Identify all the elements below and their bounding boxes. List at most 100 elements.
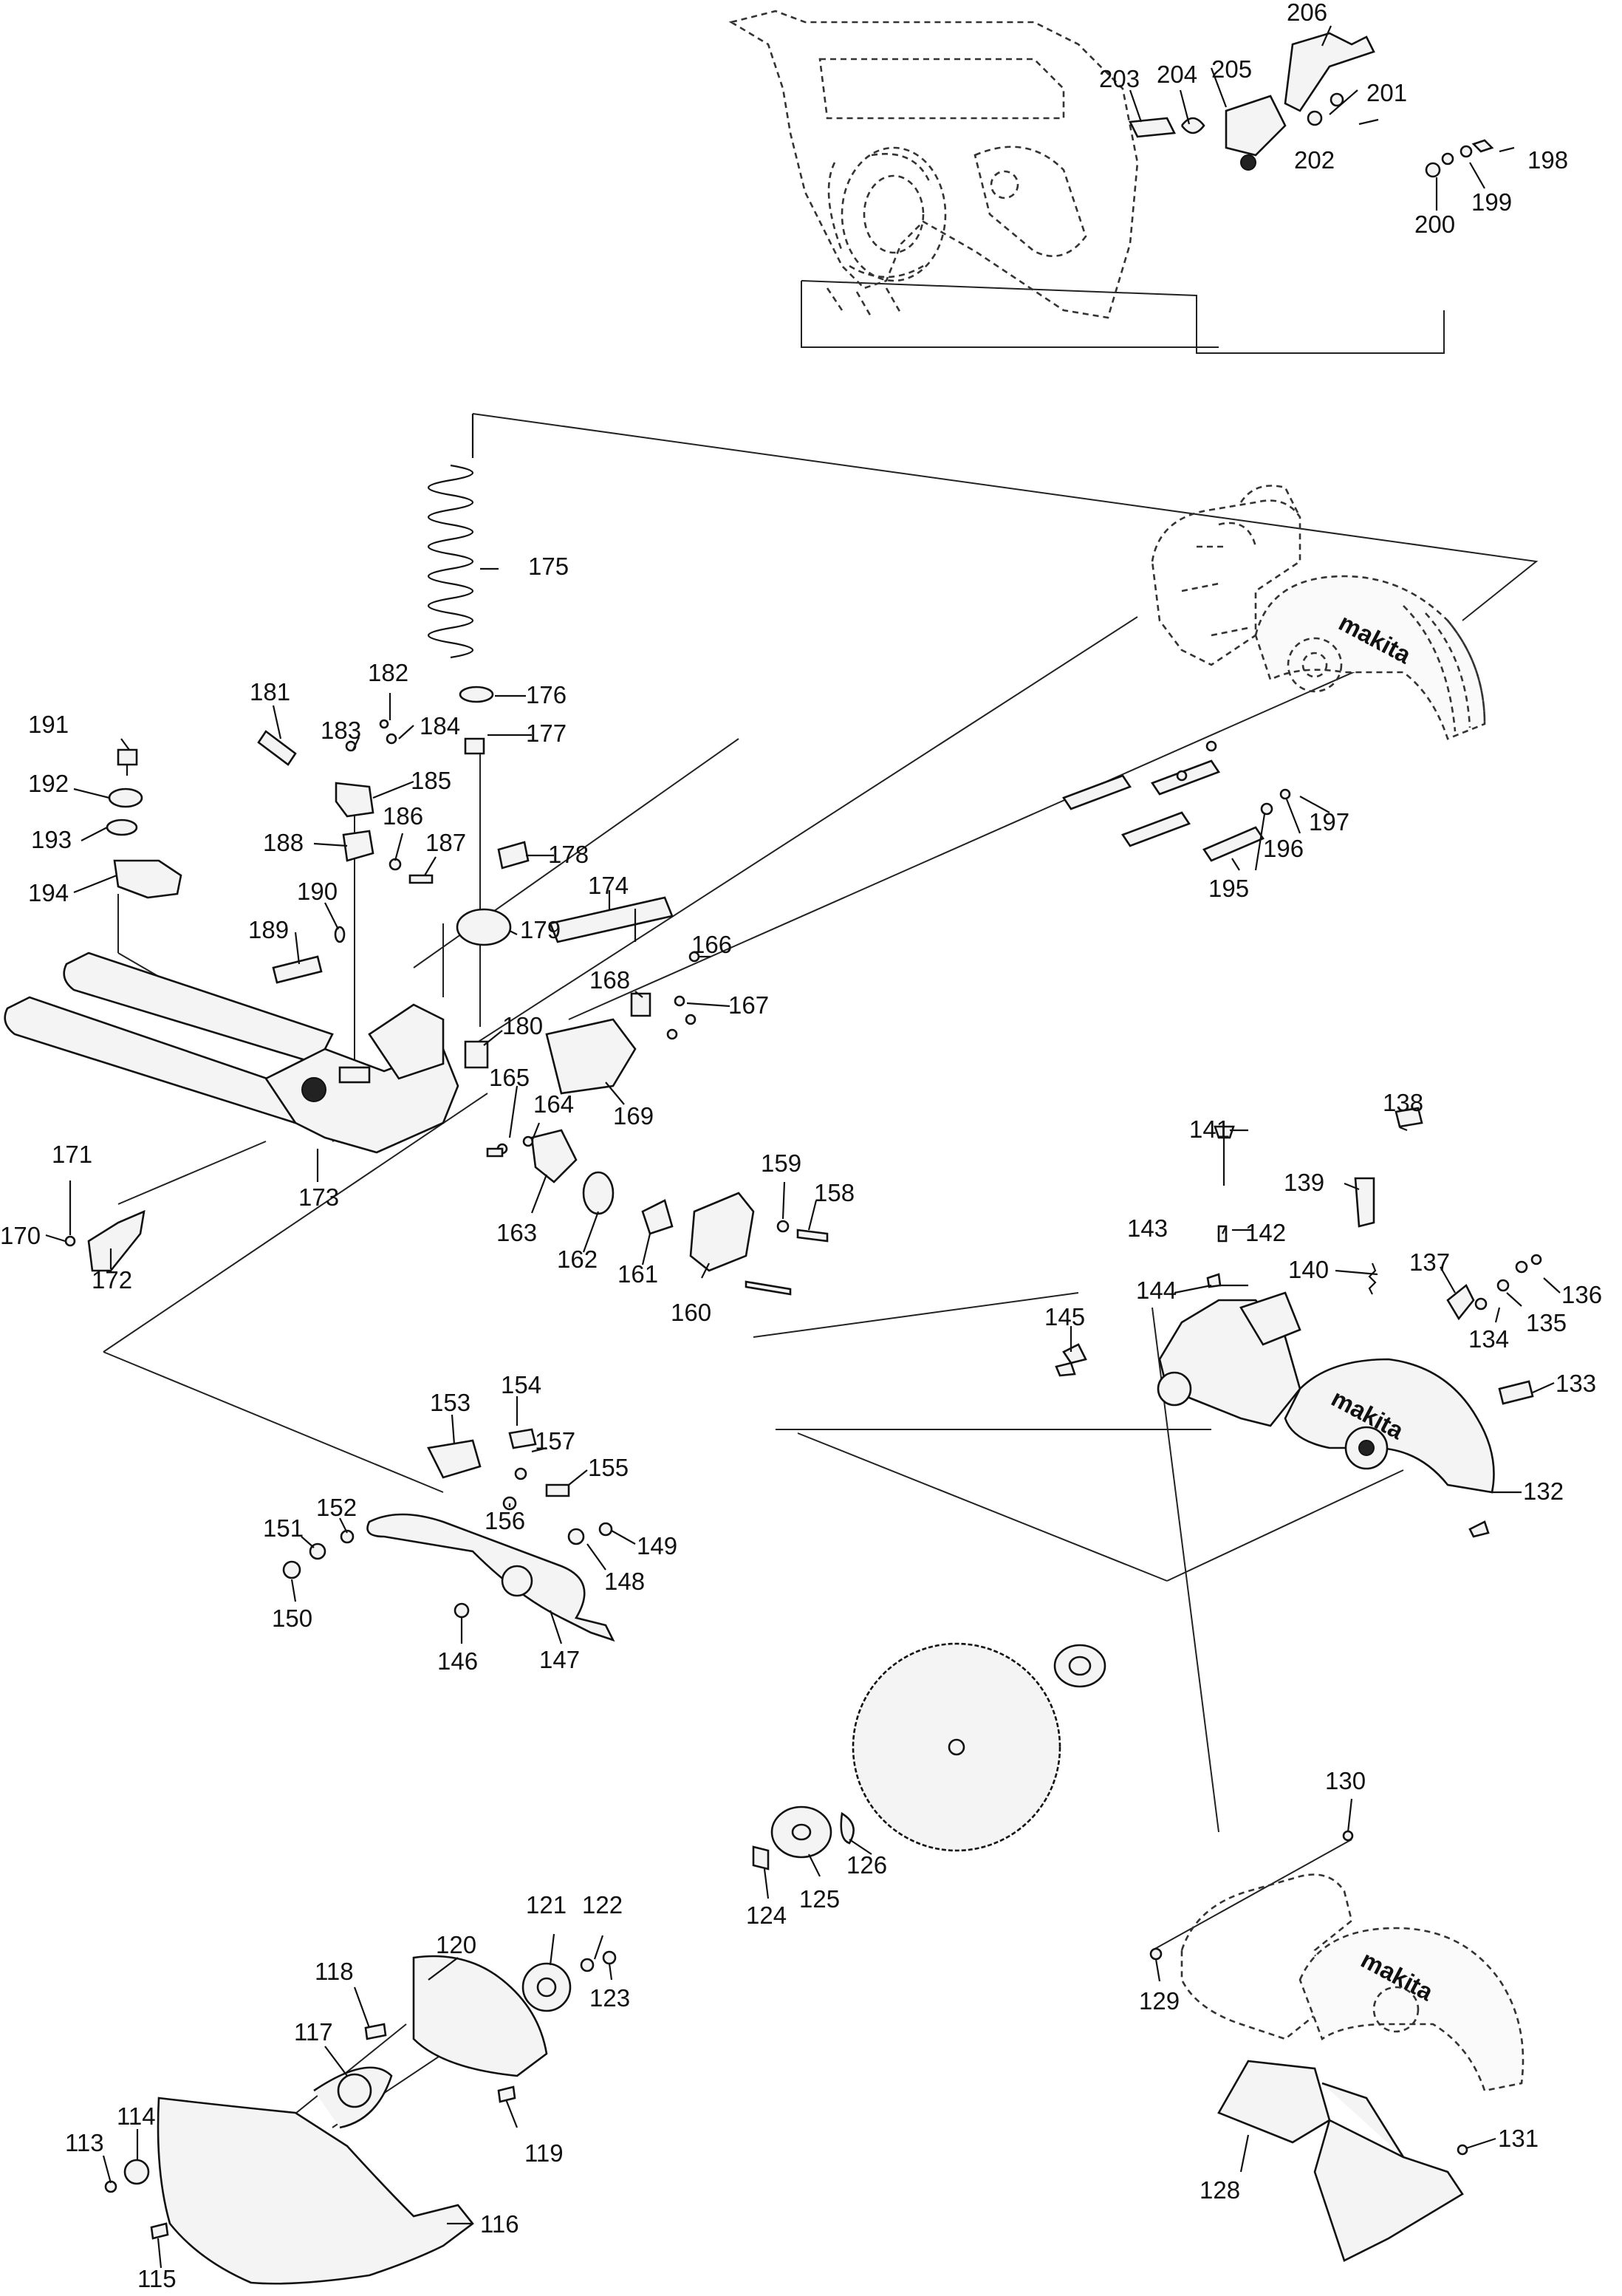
label-125: 125 [799,1885,840,1913]
label-157: 157 [535,1427,575,1455]
label-170: 170 [0,1222,41,1249]
label-124: 124 [746,1902,787,1929]
label-163: 163 [496,1219,537,1246]
label-187: 187 [425,829,466,856]
label-174: 174 [588,872,629,899]
label-184: 184 [420,712,460,739]
label-169: 169 [613,1102,654,1130]
label-116: 116 [480,2210,519,2238]
label-139: 139 [1284,1169,1324,1196]
label-134: 134 [1468,1325,1509,1353]
label-131: 131 [1498,2125,1539,2152]
label-158: 158 [814,1179,855,1206]
label-118: 118 [315,1958,354,1985]
label-193: 193 [31,826,72,853]
label-142: 142 [1245,1219,1286,1246]
label-177: 177 [526,720,567,747]
label-122: 122 [582,1891,623,1919]
label-130: 130 [1325,1767,1366,1794]
label-144: 144 [1136,1277,1177,1304]
label-201: 201 [1366,79,1407,106]
label-191: 191 [28,711,69,738]
label-203: 203 [1099,65,1140,92]
label-120: 120 [436,1931,476,1958]
label-151: 151 [263,1514,304,1542]
guide-bar-assembly-173 [4,951,459,1154]
label-153: 153 [430,1389,470,1416]
label-126: 126 [846,1851,887,1879]
label-164: 164 [533,1090,574,1118]
arm-assembly-ghost: makita [1151,485,1486,740]
label-196: 196 [1263,835,1304,862]
label-206: 206 [1287,0,1327,26]
label-141: 141 [1189,1115,1230,1143]
label-115: 115 [137,2265,177,2292]
label-190: 190 [297,878,338,905]
label-200: 200 [1414,211,1455,238]
label-145: 145 [1044,1303,1085,1330]
label-181: 181 [250,678,290,705]
label-146: 146 [437,1647,478,1675]
label-113: 113 [65,2129,104,2156]
label-137: 137 [1409,1248,1450,1276]
label-133: 133 [1556,1370,1596,1397]
label-136: 136 [1561,1281,1602,1308]
label-194: 194 [28,879,69,906]
label-149: 149 [637,1532,677,1559]
label-123: 123 [589,1984,630,2012]
label-132: 132 [1523,1477,1564,1505]
label-159: 159 [761,1149,801,1177]
label-117: 117 [294,2018,333,2046]
motor-assembly-ghost [728,10,1139,319]
label-172: 172 [92,1266,132,1294]
label-148: 148 [604,1568,645,1595]
leader-lines [45,25,1561,2269]
label-156: 156 [485,1507,525,1534]
label-192: 192 [28,770,69,797]
label-128: 128 [1200,2176,1240,2204]
label-154: 154 [501,1371,541,1398]
label-188: 188 [263,829,304,856]
label-121: 121 [526,1891,567,1919]
label-182: 182 [368,659,408,686]
label-129: 129 [1139,1987,1180,2015]
label-143: 143 [1127,1214,1168,1242]
label-202: 202 [1294,146,1335,174]
label-195: 195 [1208,875,1249,902]
parts-glyphs: makita makita [64,32,1542,2285]
label-175: 175 [528,553,569,580]
label-205: 205 [1211,55,1252,83]
label-179: 179 [520,916,561,943]
label-161: 161 [617,1260,658,1288]
label-160: 160 [671,1299,711,1326]
label-199: 199 [1471,188,1512,216]
spring-175 [427,414,474,659]
label-152: 152 [316,1494,357,1521]
label-178: 178 [548,841,589,868]
label-155: 155 [588,1454,629,1481]
label-119: 119 [524,2139,564,2167]
label-167: 167 [728,991,769,1019]
label-176: 176 [526,681,567,708]
label-165: 165 [489,1064,530,1091]
label-185: 185 [411,767,451,794]
label-198: 198 [1527,146,1568,174]
label-204: 204 [1157,61,1197,88]
label-171: 171 [52,1141,92,1168]
label-186: 186 [383,802,423,830]
label-162: 162 [557,1246,598,1273]
label-197: 197 [1309,808,1349,836]
label-166: 166 [691,931,732,958]
label-168: 168 [589,966,630,994]
label-180: 180 [502,1012,543,1039]
label-150: 150 [272,1605,312,1632]
label-173: 173 [298,1183,339,1211]
label-189: 189 [248,916,289,943]
label-114: 114 [117,2102,156,2130]
label-140: 140 [1288,1256,1329,1283]
label-138: 138 [1383,1089,1423,1116]
assembly-lines [103,280,1539,2210]
label-135: 135 [1526,1309,1567,1336]
